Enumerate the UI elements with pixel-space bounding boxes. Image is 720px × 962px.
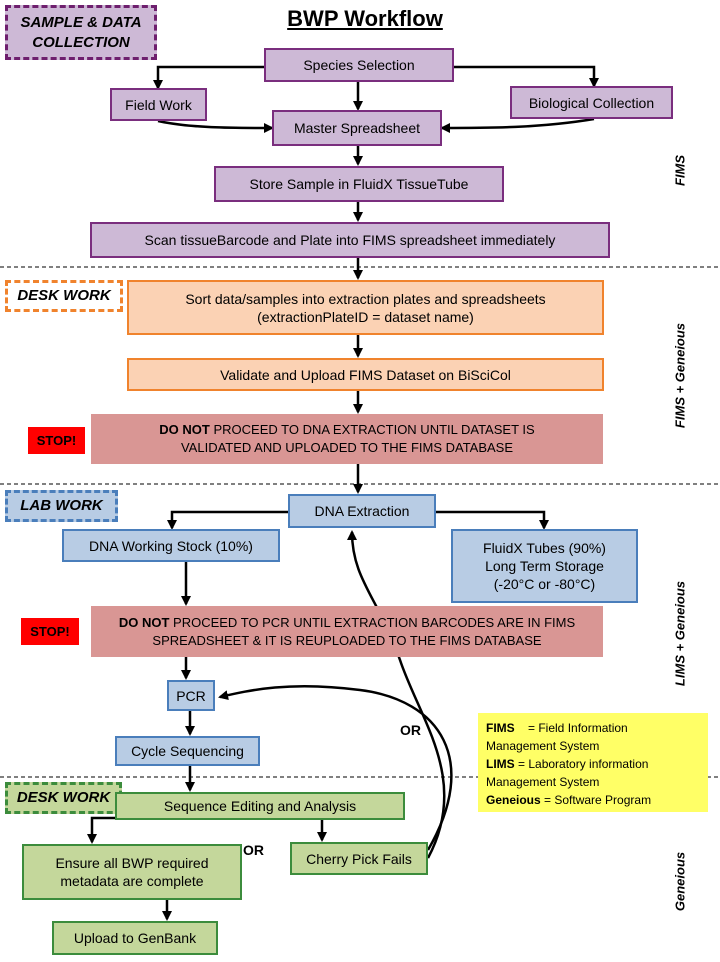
- section-lab-label: LAB WORK: [20, 497, 103, 514]
- legend-lims-key: LIMS: [486, 757, 515, 771]
- node-bio-label: Biological Collection: [528, 94, 655, 111]
- node-tubes-line-1: FluidX Tubes (90%): [483, 540, 606, 556]
- legend-geneious-key: Geneious: [486, 793, 541, 807]
- node-cycle-sequencing: Cycle Sequencing: [115, 736, 260, 766]
- stop-tag-1: STOP!: [28, 427, 85, 454]
- arrow-field-master: [157, 119, 274, 133]
- node-fluidx-tubes: FluidX Tubes (90%) Long Term Storage (-2…: [451, 529, 638, 603]
- legend-lims-row: LIMS = Laboratory information: [486, 755, 700, 773]
- node-field-label: Field Work: [125, 96, 192, 113]
- section-desk-work-1: DESK WORK: [5, 280, 123, 312]
- node-pcr-label: PCR: [176, 687, 206, 704]
- arrow-edit-ensure: [87, 816, 150, 844]
- legend-lims-text: = Laboratory information: [514, 757, 649, 771]
- stop-notice-2-line-2: SPREADSHEET & IT IS REUPLOADED TO THE FI…: [152, 632, 542, 648]
- node-sort-line-2: (extractionPlateID = dataset name): [257, 308, 474, 325]
- side-label-lims-geneious: LIMS + Geneious: [672, 580, 688, 687]
- node-ensure-line-2: metadata are complete: [60, 873, 204, 889]
- stop-notice-1: DO NOT PROCEED TO DNA EXTRACTION UNTIL D…: [91, 414, 603, 464]
- arrow-dna-working: [167, 510, 288, 530]
- stop-notice-1-line-1: DO NOT PROCEED TO DNA EXTRACTION UNTIL D…: [159, 421, 534, 439]
- node-sequence-editing: Sequence Editing and Analysis: [115, 792, 405, 820]
- node-upload-label: Upload to GenBank: [73, 930, 197, 946]
- legend-fims-key: FIMS: [486, 721, 515, 735]
- arrow-cherry-pcr: [218, 685, 453, 851]
- arrow-species-bio: [454, 65, 599, 88]
- section-desk-1-label: DESK WORK: [17, 287, 111, 304]
- node-field-work: Field Work: [110, 88, 207, 121]
- legend-fims-text-2: Management System: [486, 739, 600, 753]
- node-cherry-pick-fails: Cherry Pick Fails: [290, 842, 428, 875]
- section-sample-label: SAMPLE & DATA COLLECTION: [20, 13, 142, 51]
- node-species-label: Species Selection: [303, 57, 415, 73]
- node-tubes-line-2: Long Term Storage: [485, 558, 604, 574]
- node-edit-label: Sequence Editing and Analysis: [163, 798, 357, 814]
- page-title: BWP Workflow: [287, 6, 443, 31]
- node-biological-collection: Biological Collection: [510, 86, 673, 119]
- legend-geneious-row: Geneious = Software Program: [486, 791, 700, 809]
- arrow-cherry-dna: [347, 530, 446, 859]
- stop-tag-1-label: STOP!: [36, 433, 77, 448]
- node-scan-barcode: Scan tissueBarcode and Plate into FIMS s…: [90, 222, 610, 258]
- node-cherry-label: Cherry Pick Fails: [306, 850, 412, 867]
- section-sample-data-collection: SAMPLE & DATA COLLECTION: [5, 5, 157, 60]
- node-cycle-label: Cycle Sequencing: [131, 743, 244, 759]
- stop-notice-2-text: PROCEED TO PCR UNTIL EXTRACTION BARCODES…: [169, 614, 576, 630]
- section-desk-2-label: DESK WORK: [16, 789, 111, 806]
- side-label-fims-geneious: FIMS + Geneious: [672, 322, 688, 429]
- node-validate-upload: Validate and Upload FIMS Dataset on BiSc…: [127, 358, 604, 391]
- node-tubes-line-3: (-20°C or -80°C): [493, 576, 596, 592]
- side-label-geneious: Geneious: [672, 851, 688, 912]
- legend-geneious-text: = Software Program: [540, 793, 652, 807]
- stop-notice-2-bold: DO NOT: [118, 614, 170, 630]
- legend-lims-text-2: Management System: [486, 775, 600, 789]
- node-upload-genbank: Upload to GenBank: [52, 921, 218, 955]
- stop-notice-2: DO NOT PROCEED TO PCR UNTIL EXTRACTION B…: [91, 606, 603, 657]
- stop-notice-2-line-1: DO NOT PROCEED TO PCR UNTIL EXTRACTION B…: [119, 614, 575, 632]
- node-dna-label: DNA Extraction: [314, 503, 410, 519]
- stop-notice-1-line-2: VALIDATED AND UPLOADED TO THE FIMS DATAB…: [180, 440, 514, 455]
- legend-fims-text: = Field Information: [514, 721, 628, 735]
- stop-notice-1-text: PROCEED TO DNA EXTRACTION UNTIL DATASET …: [209, 422, 535, 437]
- stop-tag-2-label: STOP!: [30, 624, 70, 639]
- section-desk-work-2: DESK WORK: [5, 782, 122, 814]
- node-pcr: PCR: [167, 680, 215, 711]
- or-label-loop: OR: [400, 722, 421, 738]
- node-validate-label: Validate and Upload FIMS Dataset on BiSc…: [220, 366, 511, 383]
- node-ensure-metadata: Ensure all BWP required metadata are com…: [22, 844, 242, 900]
- stop-tag-2: STOP!: [21, 618, 79, 645]
- section-lab-work: LAB WORK: [5, 490, 118, 522]
- node-store-label: Store Sample in FluidX TissueTube: [249, 176, 469, 192]
- stop-notice-1-bold: DO NOT: [159, 422, 210, 437]
- node-master-label: Master Spreadsheet: [293, 120, 421, 136]
- or-label-branch: OR: [243, 842, 264, 858]
- side-label-fims: FIMS: [672, 154, 688, 187]
- arrow-bio-master: [440, 117, 595, 133]
- node-ensure-line-1: Ensure all BWP required: [55, 855, 209, 871]
- node-sort-data: Sort data/samples into extraction plates…: [127, 280, 604, 335]
- node-dna-working-stock: DNA Working Stock (10%): [62, 529, 280, 562]
- node-store-sample: Store Sample in FluidX TissueTube: [214, 166, 504, 202]
- arrow-dna-tubes: [436, 510, 549, 530]
- node-working-label: DNA Working Stock (10%): [89, 537, 253, 554]
- node-species-selection: Species Selection: [264, 48, 454, 82]
- node-sort-line-1: Sort data/samples into extraction plates…: [185, 290, 546, 307]
- node-scan-label: Scan tissueBarcode and Plate into FIMS s…: [144, 232, 556, 248]
- node-dna-extraction: DNA Extraction: [288, 494, 436, 528]
- node-master-spreadsheet: Master Spreadsheet: [272, 110, 442, 146]
- arrow-species-field: [153, 65, 264, 90]
- legend-box: FIMS = Field Information Management Syst…: [478, 713, 708, 812]
- legend-fims-row: FIMS = Field Information: [486, 719, 700, 737]
